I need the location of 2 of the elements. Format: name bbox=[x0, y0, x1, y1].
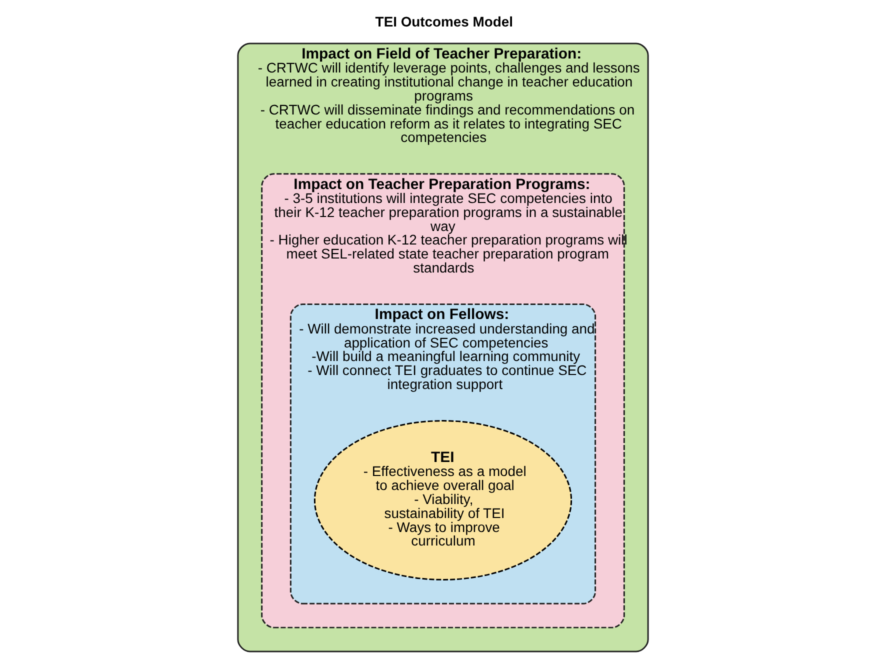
diagram-title: TEI Outcomes Model bbox=[374, 14, 513, 30]
node-ellipse: TEI - Effectiveness as a model to achieve overall goal - Viability, sustainability of TEI - Ways to improve curriculum bbox=[313, 420, 572, 580]
